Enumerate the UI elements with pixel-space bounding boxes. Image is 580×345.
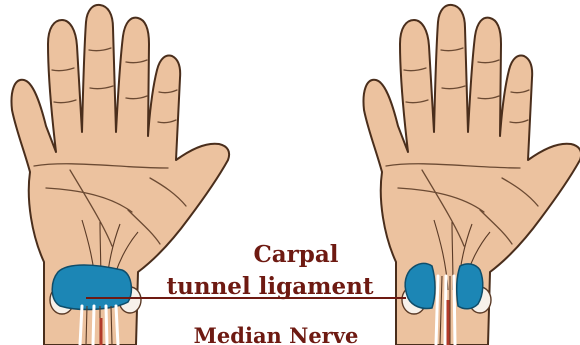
- right-hand: [364, 5, 580, 345]
- ligament-label-line1: Carpal: [253, 241, 338, 268]
- median-nerve-label: Median Nerve: [194, 323, 359, 345]
- ligament-label-line2: tunnel ligament: [167, 273, 374, 300]
- right-ligament-right-half: [457, 264, 483, 309]
- left-carpal-tunnel-ligament: [52, 265, 131, 309]
- right-ligament-left-half: [405, 263, 435, 308]
